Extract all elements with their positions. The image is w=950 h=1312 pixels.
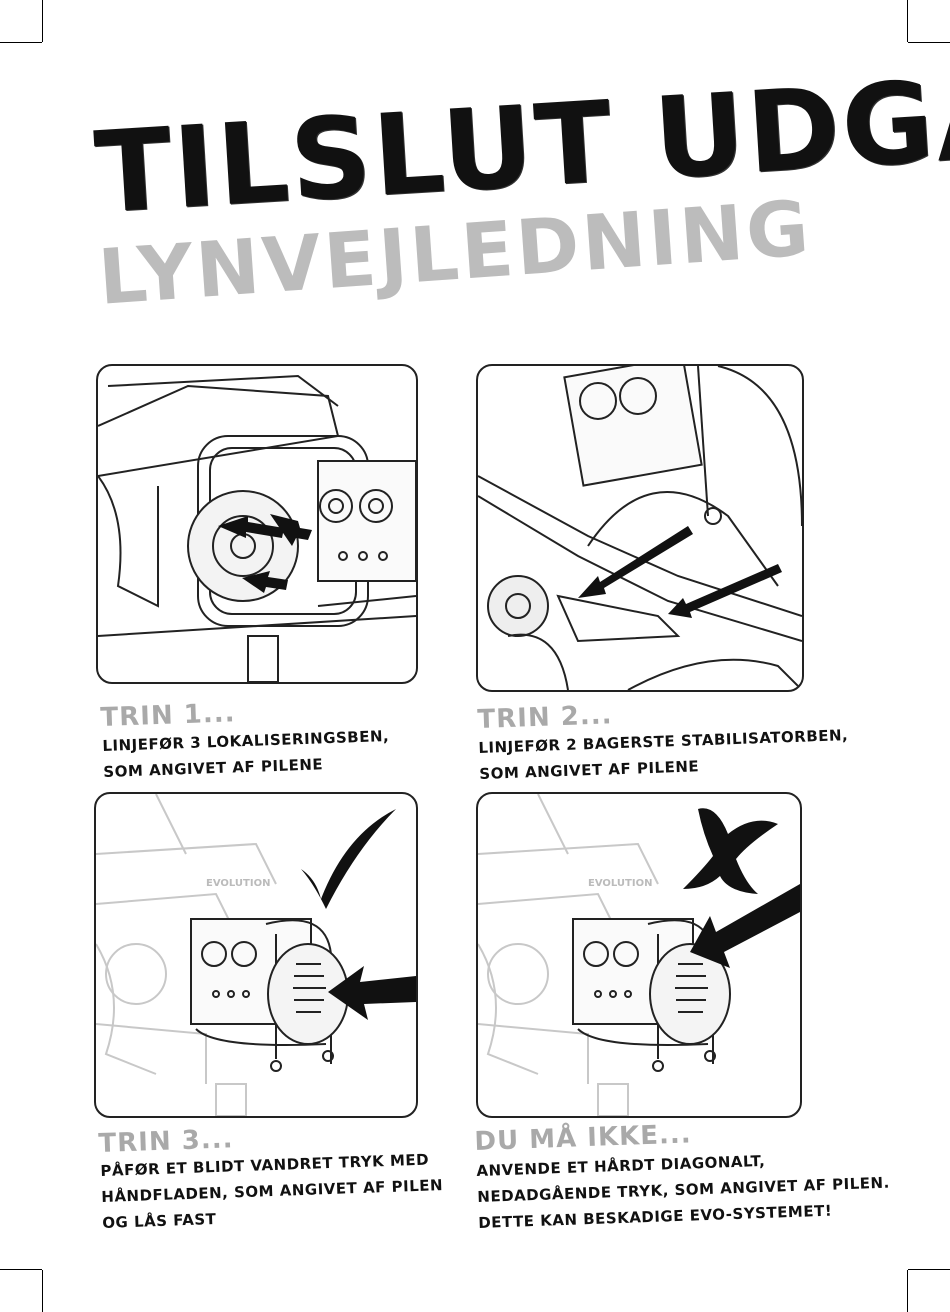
crop-mark [907, 1270, 908, 1312]
crop-mark [908, 1269, 950, 1270]
step-3-text: PÅFØR ET BLIDT VANDRET TRYK MED HÅNDFLAD… [100, 1146, 444, 1236]
do-not-illustration: EVOLUTION [476, 792, 802, 1118]
step-2-illustration [476, 364, 804, 692]
step-1-illustration [96, 364, 418, 684]
step-1-heading: TRIN 1... [100, 698, 236, 733]
crop-mark [0, 1269, 42, 1270]
do-not-text: ANVENDE ET HÅRDT DIAGONALT, NEDADGÅENDE … [476, 1144, 891, 1236]
step-3-illustration: EVOLUTION [94, 792, 418, 1118]
brand-logo: EVOLUTION [588, 878, 652, 889]
crop-mark [42, 0, 43, 42]
crop-mark [0, 42, 42, 43]
step-2-heading: TRIN 2... [477, 700, 613, 735]
crop-mark [42, 1270, 43, 1312]
check-mark-icon [301, 809, 396, 909]
brand-logo: EVOLUTION [206, 878, 270, 889]
step-1-text: LINJEFØR 3 LOKALISERINGSBEN, SOM ANGIVET… [102, 723, 391, 785]
crop-mark [907, 0, 908, 42]
cross-mark-icon [683, 808, 778, 894]
crop-mark [908, 42, 950, 43]
